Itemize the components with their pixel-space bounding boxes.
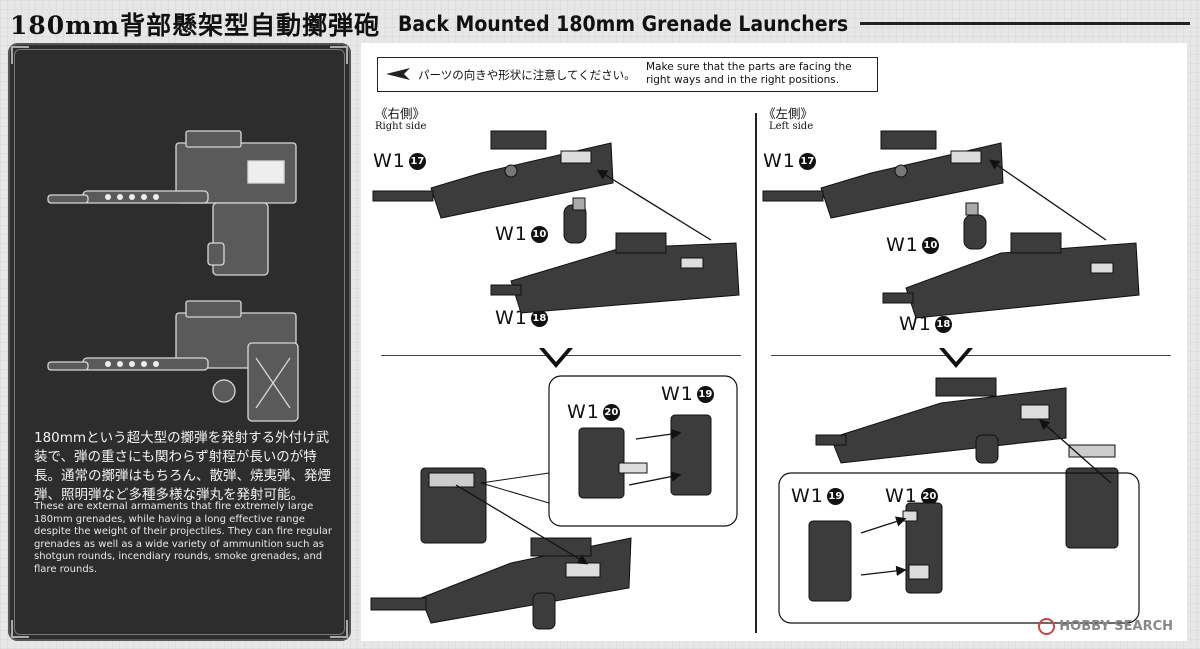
part-number: 17 bbox=[798, 152, 816, 170]
magazine-left bbox=[1065, 444, 1119, 549]
part-code: W1 bbox=[495, 307, 528, 329]
part-10-right bbox=[563, 197, 587, 244]
part-18-right bbox=[490, 232, 740, 314]
part-code: W1 bbox=[899, 313, 932, 335]
description-japanese: 180mmという超大型の擲弾を発射する外付け武装で、弾の重さにも関わらず射程が長… bbox=[34, 430, 331, 503]
hobbysearch-logo-icon bbox=[1038, 618, 1056, 635]
corner-mark bbox=[330, 46, 348, 64]
callout-frame-left bbox=[778, 472, 1140, 624]
column-divider bbox=[755, 113, 757, 633]
title-japanese: 180mm背部懸架型自動擲弾砲 bbox=[10, 11, 381, 40]
part-number: 18 bbox=[530, 309, 548, 327]
part-number: 18 bbox=[934, 315, 952, 333]
page-title: 180mm背部懸架型自動擲弾砲 Back Mounted 180mm Grena… bbox=[10, 6, 898, 42]
callout-parts-left bbox=[808, 502, 943, 602]
right-side-label-en: Right side bbox=[375, 121, 427, 132]
part-code: W1 bbox=[373, 150, 406, 172]
part-code: W1 bbox=[886, 234, 919, 256]
watermark: HOBBY SEARCH bbox=[1038, 618, 1173, 635]
part-code: W1 bbox=[791, 485, 824, 507]
warning-arrow-icon bbox=[386, 68, 410, 80]
info-panel: 180mmという超大型の擲弾を発射する外付け武装で、弾の重さにも関わらず射程が長… bbox=[8, 43, 351, 641]
assembled-launcher-left bbox=[815, 377, 1067, 464]
part-code: W1 bbox=[567, 401, 600, 423]
callout-pointer-right bbox=[480, 472, 550, 504]
assembly-diagram bbox=[370, 130, 1140, 630]
callout-frame-right bbox=[548, 375, 738, 527]
part-code: W1 bbox=[495, 223, 528, 245]
notice-english: Make sure that the parts are facing the … bbox=[646, 61, 852, 86]
assembled-launcher-right bbox=[370, 537, 632, 630]
part-17-right bbox=[372, 130, 614, 219]
corner-mark bbox=[330, 620, 348, 638]
notice-japanese: パーツの向きや形状に注意してください。 bbox=[418, 68, 636, 82]
part-18-left bbox=[882, 232, 1140, 319]
part-number: 19 bbox=[696, 385, 714, 403]
notice-box: パーツの向きや形状に注意してください。 Make sure that the p… bbox=[377, 57, 878, 92]
launcher-render-bottom bbox=[47, 300, 299, 422]
part-number: 20 bbox=[920, 487, 938, 505]
part-number: 19 bbox=[826, 487, 844, 505]
part-number: 17 bbox=[408, 152, 426, 170]
part-code: W1 bbox=[763, 150, 796, 172]
part-code: W1 bbox=[885, 485, 918, 507]
watermark-text: HOBBY SEARCH bbox=[1059, 619, 1173, 634]
left-side-label-jp: 《左側》 bbox=[763, 106, 814, 121]
launcher-illustration bbox=[47, 130, 299, 422]
panel-frame bbox=[14, 49, 345, 635]
title-rule bbox=[860, 22, 1190, 25]
magazine-right bbox=[420, 467, 487, 544]
instruction-sheet: パーツの向きや形状に注意してください。 Make sure that the p… bbox=[361, 43, 1187, 641]
part-17-left bbox=[762, 130, 1004, 219]
part-number: 10 bbox=[921, 236, 939, 254]
corner-mark bbox=[11, 46, 29, 64]
part-number: 20 bbox=[602, 403, 620, 421]
left-side-label-en: Left side bbox=[769, 121, 814, 132]
callout-parts-right bbox=[578, 414, 712, 499]
corner-mark bbox=[11, 620, 29, 638]
launcher-render-top bbox=[47, 130, 297, 276]
description-english: These are external armaments that fire e… bbox=[34, 501, 332, 575]
part-number: 10 bbox=[530, 225, 548, 243]
right-side-label-jp: 《右側》 bbox=[375, 106, 426, 121]
step-divider-left bbox=[771, 355, 1171, 356]
title-english: Back Mounted 180mm Grenade Launchers bbox=[398, 12, 849, 36]
part-10-left bbox=[963, 202, 987, 250]
part-code: W1 bbox=[661, 383, 694, 405]
